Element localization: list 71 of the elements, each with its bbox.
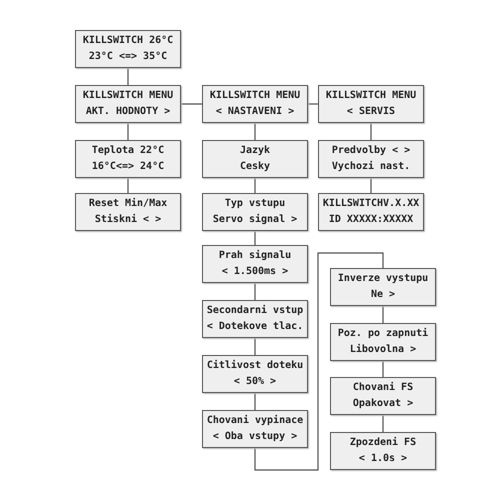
- screen-text-line: Vychozi nast.: [332, 160, 410, 174]
- connector-line: [370, 178, 372, 193]
- menu-screen-box: [202, 245, 308, 283]
- screen-text-line: Predvolby < >: [332, 144, 410, 158]
- screen-text-line: Libovolna >: [350, 342, 416, 357]
- screen-text-line: Prah signalu: [218, 248, 292, 263]
- screen-text-line: < Dotekove tlac.: [206, 320, 304, 334]
- menu-screen-box: [330, 268, 436, 306]
- menu-screen-box: [75, 140, 181, 178]
- menu-screen-box: [202, 193, 308, 231]
- screen-text-line: AKT. HODNOTY >: [86, 105, 170, 119]
- screen-text-line: Jazyk: [240, 144, 270, 158]
- menu-screen-box: [318, 85, 424, 123]
- screen-text-line: KILLSWITCH MENU: [210, 89, 300, 103]
- menu-screen-box: [330, 323, 436, 361]
- screen-text-line: < 1.500ms >: [222, 265, 288, 279]
- connector-line: [254, 178, 256, 193]
- screen-text-line: < Oba vstupy >: [212, 430, 298, 444]
- menu-screen-box: [318, 193, 424, 231]
- screen-text-line: Secondarni vstup: [206, 304, 304, 318]
- menu-screen-box: [330, 377, 436, 415]
- connector-line: [254, 338, 256, 355]
- connector-line: [370, 123, 372, 140]
- menu-screen-box: [202, 300, 308, 338]
- connector-line: [254, 393, 256, 410]
- menu-screen-box: [202, 410, 308, 448]
- screen-text-line: Chovani FS: [352, 380, 414, 395]
- connector-line: [382, 306, 384, 323]
- screen-text-line: Inverze vystupu: [338, 272, 428, 286]
- menu-screen-box: [202, 140, 308, 178]
- connector-line: [254, 231, 256, 245]
- connector-line: [127, 178, 129, 193]
- screen-text-line: Typ vstupu: [224, 197, 286, 211]
- screen-text-line: KILLSWITCHV.X.XX: [322, 197, 420, 211]
- screen-text-line: Reset Min/Max: [88, 196, 168, 211]
- connector-line: [127, 123, 129, 140]
- menu-screen-box: [75, 85, 181, 123]
- screen-text-line: Citlivost doteku: [206, 358, 304, 373]
- screen-text-line: Servo signal >: [212, 212, 298, 227]
- screen-text-line: KILLSWITCH MENU: [82, 89, 174, 103]
- menu-screen-box: [202, 355, 308, 393]
- connector-line: [254, 252, 384, 471]
- connector-line: [382, 415, 384, 432]
- connector-line: [127, 68, 129, 85]
- screen-text-line: Poz. po zapnuti: [338, 326, 428, 341]
- screen-text-line: Zpozdeni FS: [350, 436, 416, 450]
- screen-text-line: KILLSWITCH 26°C: [82, 34, 174, 48]
- screen-text-line: Ne >: [370, 288, 396, 302]
- menu-screen-box: [318, 140, 424, 178]
- connector-line: [181, 103, 202, 105]
- connector-line: [254, 123, 256, 140]
- screen-text-line: Opakovat >: [352, 397, 414, 411]
- menu-screen-box: [75, 193, 181, 231]
- screen-text-line: Cesky: [240, 160, 270, 174]
- menu-screen-box: [202, 85, 308, 123]
- menu-screen-box: [330, 432, 436, 470]
- screen-text-line: < 50% >: [234, 375, 276, 389]
- screen-text-line: < 1.0s >: [358, 452, 408, 466]
- screen-text-line: Chovani vypinace: [206, 414, 304, 428]
- menu-screen-box: [75, 30, 181, 68]
- screen-text-line: KILLSWITCH MENU: [326, 89, 416, 103]
- screen-text-line: < SERVIS: [346, 105, 396, 119]
- screen-text-line: ID XXXXX:XXXXX: [328, 213, 414, 227]
- connector-line: [382, 361, 384, 377]
- screen-text-line: 23°C <=> 35°C: [88, 50, 168, 64]
- connector-line: [308, 103, 318, 105]
- connector-line: [254, 283, 256, 300]
- screen-text-line: Stiskni < >: [94, 212, 162, 227]
- screen-text-line: Teplota 22°C: [92, 144, 164, 158]
- screen-text-line: < NASTAVENI >: [216, 105, 294, 119]
- screen-text-line: 16°C<=> 24°C: [92, 160, 164, 174]
